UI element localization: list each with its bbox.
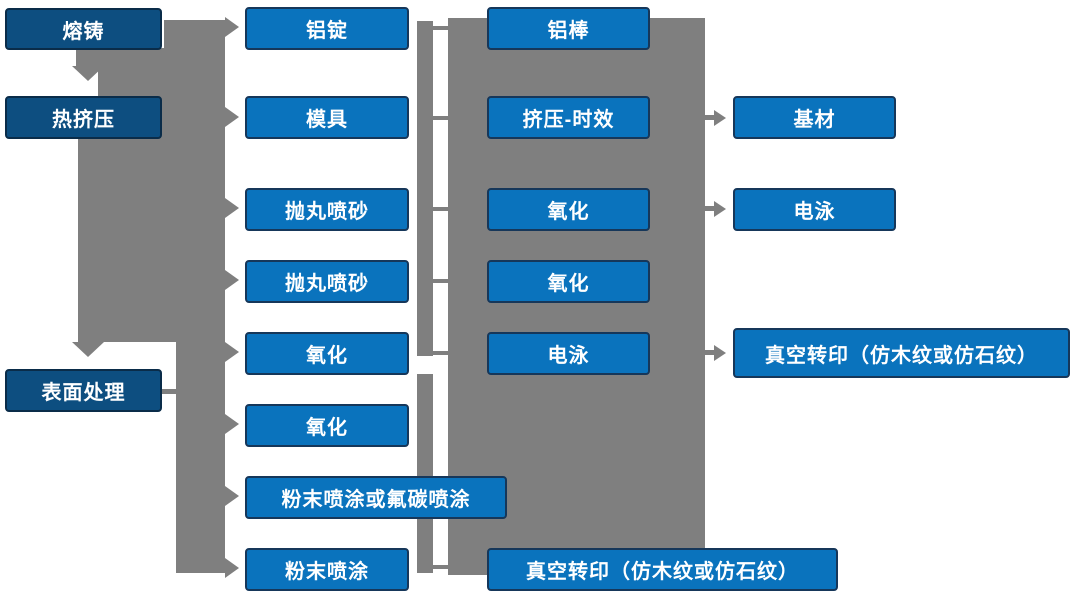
node-electrophoresis-c3: 电泳: [487, 332, 650, 375]
node-mold: 模具: [245, 96, 409, 139]
connector-stub-electrophoresis: [705, 206, 715, 211]
connector-mid-bar-lower: [417, 374, 433, 573]
connector-left-band-lower: [176, 342, 225, 573]
node-oxidation-c3-2: 氧化: [487, 260, 650, 303]
arrow-to-electrophoresis-icon: [714, 201, 726, 217]
connector-mid-tick-1: [433, 26, 448, 30]
arrow-to-mold-icon: [225, 107, 239, 127]
connector-mid-tick-4: [433, 279, 448, 283]
node-vacuum-transfer-right: 真空转印（仿木纹或仿石纹）: [733, 328, 1070, 378]
node-melting-casting: 熔铸: [5, 8, 162, 50]
connector-mid-tick-3: [433, 207, 448, 211]
node-extrusion-aging: 挤压-时效: [487, 96, 650, 139]
arrow-down-to-hot-extrusion-icon: [72, 66, 104, 81]
connector-stub-base-material: [705, 115, 715, 120]
arrow-down-to-surface-treatment-icon: [72, 342, 104, 357]
node-base-material: 基材: [733, 96, 896, 139]
connector-mid-tick-2: [433, 116, 448, 120]
node-powder-coating: 粉末喷涂: [245, 548, 409, 591]
arrow-to-base-material-icon: [714, 110, 726, 126]
node-aluminum-rod: 铝棒: [487, 7, 650, 50]
node-oxidation-c2-2: 氧化: [245, 404, 409, 447]
node-oxidation-c3-1: 氧化: [487, 188, 650, 231]
connector-surface-treatment-stub: [162, 389, 177, 394]
arrow-to-oxidation-2-icon: [225, 414, 239, 434]
connector-stub-vacuum-transfer: [705, 350, 715, 355]
arrow-to-powder-coating-icon: [225, 558, 239, 578]
node-vacuum-transfer-bottom: 真空转印（仿木纹或仿石纹）: [487, 548, 838, 591]
node-hot-extrusion: 热挤压: [5, 96, 162, 139]
connector-mid-tick-6: [433, 565, 448, 569]
node-surface-treatment: 表面处理: [5, 369, 162, 412]
node-oxidation-c2-1: 氧化: [245, 332, 409, 375]
arrow-to-aluminum-ingot-icon: [225, 17, 239, 37]
connector-mid-bar-upper: [417, 21, 433, 356]
connector-mid-tick-5: [433, 351, 448, 355]
connector-left-band-top: [164, 20, 225, 48]
node-shot-blasting-2: 抛丸喷砂: [245, 260, 409, 303]
arrow-to-oxidation-1-icon: [225, 342, 239, 362]
arrow-to-vacuum-transfer-icon: [714, 345, 726, 361]
arrow-to-shot-blasting-2-icon: [225, 270, 239, 290]
arrow-to-shot-blasting-1-icon: [225, 198, 239, 218]
node-powder-or-fluorocarbon: 粉末喷涂或氟碳喷涂: [245, 476, 507, 519]
node-electrophoresis-c4: 电泳: [733, 188, 896, 231]
arrow-to-powder-fluoro-icon: [225, 486, 239, 506]
connector-stem-to-hot-extrusion: [76, 48, 100, 66]
connector-left-band-upper: [98, 48, 225, 96]
node-shot-blasting-1: 抛丸喷砂: [245, 188, 409, 231]
node-aluminum-ingot: 铝锭: [245, 7, 409, 50]
